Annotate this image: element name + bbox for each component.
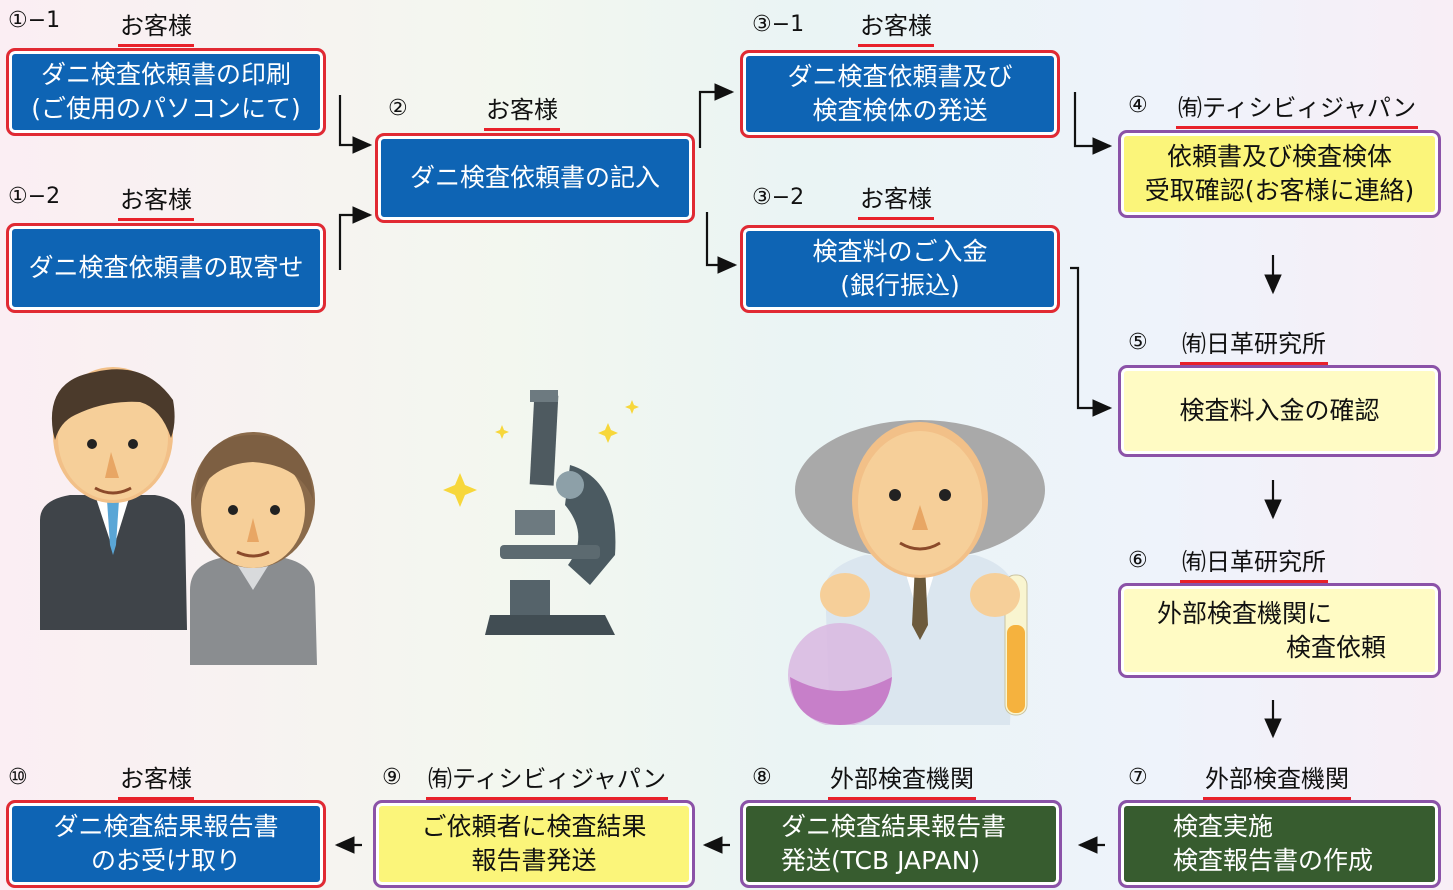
step-3-1-number: ③−1 — [752, 12, 805, 37]
step-8-line-2: 発送(TCB JAPAN) — [781, 846, 981, 875]
step-3-2-line-2: (銀行振込) — [840, 271, 960, 300]
connector-2-to-3-2 — [705, 212, 738, 274]
step-4-line-1: 依頼書及び検査検体 — [1166, 142, 1392, 171]
step-7-box: 検査実施 検査報告書の作成 — [1118, 800, 1441, 888]
connector-1-2-to-2 — [338, 206, 373, 270]
step-7-number: ⑦ — [1128, 765, 1148, 790]
step-10-box: ダニ検査結果報告書 のお受け取り — [6, 800, 326, 888]
step-5-box: 検査料入金の確認 — [1118, 365, 1441, 457]
step-4-actor: ㈲ティシビィジャパン — [1175, 88, 1419, 129]
step-3-2-box: 検査料のご入金 (銀行振込) — [740, 225, 1060, 313]
step-5-line-1: 検査料入金の確認 — [1179, 396, 1380, 425]
step-3-1-line-1: ダニ検査依頼書及び — [787, 62, 1013, 91]
connector-3-1-to-4 — [1073, 92, 1113, 155]
step-10-line-2: のお受け取り — [90, 846, 241, 875]
step-2-line-1: ダニ検査依頼書の記入 — [409, 163, 660, 192]
connector-1-1-to-2 — [338, 95, 373, 154]
customers-illustration — [40, 367, 317, 665]
step-1-2-number: ①−2 — [8, 184, 61, 209]
step-1-2-box: ダニ検査依頼書の取寄せ — [6, 223, 326, 313]
step-8-number: ⑧ — [752, 765, 772, 790]
step-1-1-actor: お客様 — [118, 6, 194, 47]
step-6-actor: ㈲日革研究所 — [1180, 542, 1328, 583]
step-7-actor: 外部検査機関 — [1203, 759, 1351, 800]
step-1-2-line-1: ダニ検査依頼書の取寄せ — [28, 253, 304, 282]
step-2-actor: お客様 — [484, 90, 560, 131]
step-1-1-number: ①−1 — [8, 8, 61, 33]
step-6-box: 外部検査機関に 検査依頼 — [1118, 583, 1441, 678]
microscope-illustration — [443, 390, 639, 635]
step-1-2-actor: お客様 — [118, 180, 194, 221]
step-3-2-number: ③−2 — [752, 185, 805, 210]
step-1-1-line-2: (ご使用のパソコンにて) — [31, 94, 301, 123]
step-7-line-1: 検査実施 — [1173, 812, 1274, 841]
step-1-1-line-1: ダニ検査依頼書の印刷 — [40, 60, 291, 89]
step-8-actor: 外部検査機関 — [828, 759, 976, 800]
step-3-1-box: ダニ検査依頼書及び 検査検体の発送 — [740, 50, 1060, 138]
step-10-line-1: ダニ検査結果報告書 — [53, 812, 279, 841]
step-3-1-actor: お客様 — [858, 6, 934, 47]
step-6-line-1: 外部検査機関に — [1157, 598, 1333, 628]
step-10-number: ⑩ — [8, 765, 28, 790]
step-5-actor: ㈲日革研究所 — [1180, 324, 1328, 365]
step-5-number: ⑤ — [1128, 330, 1148, 355]
step-3-2-line-1: 検査料のご入金 — [812, 237, 988, 266]
step-3-2-actor: お客様 — [858, 179, 934, 220]
step-7-line-2: 検査報告書の作成 — [1173, 846, 1374, 875]
step-9-line-1: ご依頼者に検査結果 — [421, 812, 647, 841]
step-1-1-box: ダニ検査依頼書の印刷 (ご使用のパソコンにて) — [6, 48, 326, 136]
step-4-number: ④ — [1128, 93, 1148, 118]
step-6-line-2: 検査依頼 — [1286, 632, 1387, 662]
step-8-box: ダニ検査結果報告書 発送(TCB JAPAN) — [740, 800, 1062, 888]
step-10-actor: お客様 — [118, 759, 194, 800]
step-2-number: ② — [388, 96, 408, 121]
step-9-actor: ㈲ティシビィジャパン — [425, 759, 669, 800]
connector-2-to-3-1 — [698, 83, 735, 148]
step-8-line-1: ダニ検査結果報告書 — [781, 812, 1007, 841]
scientist-illustration — [788, 420, 1045, 725]
step-9-number: ⑨ — [382, 765, 402, 790]
step-4-line-2: 受取確認(お客様に連絡) — [1144, 176, 1415, 205]
step-4-box: 依頼書及び検査検体 受取確認(お客様に連絡) — [1118, 130, 1441, 218]
step-6-number: ⑥ — [1128, 548, 1148, 573]
step-3-1-line-2: 検査検体の発送 — [812, 96, 988, 125]
step-9-line-2: 報告書発送 — [471, 846, 597, 875]
connector-3-2-to-5 — [1070, 266, 1113, 417]
step-2-box: ダニ検査依頼書の記入 — [375, 133, 695, 223]
step-9-box: ご依頼者に検査結果 報告書発送 — [373, 800, 695, 888]
